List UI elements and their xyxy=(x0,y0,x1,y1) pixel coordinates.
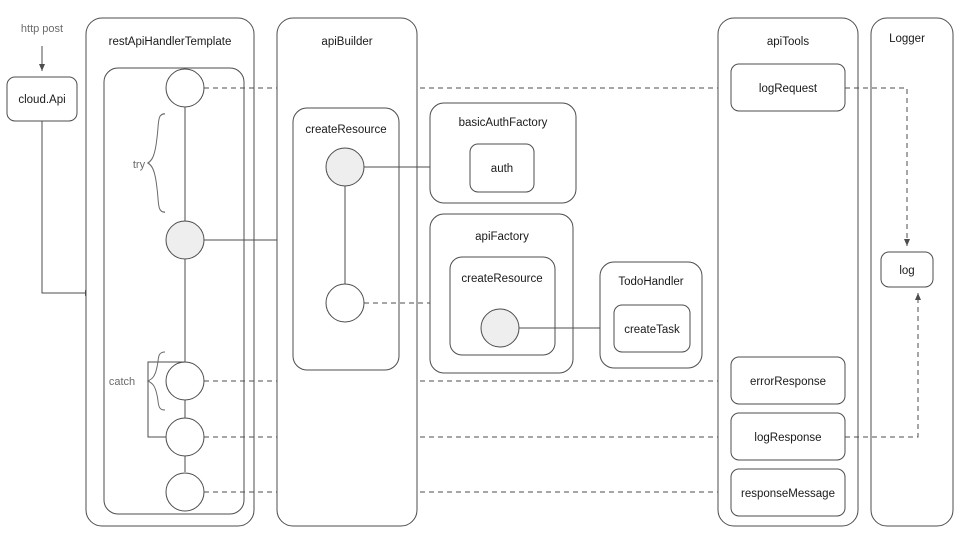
node-errorresponse[interactable] xyxy=(730,356,846,405)
node-logresponse-label: logResponse xyxy=(754,432,821,444)
state-catch-3[interactable] xyxy=(165,472,205,512)
http-post-label: http post xyxy=(21,23,63,35)
scope-builder-createresource[interactable] xyxy=(292,107,400,371)
group-apifactory-label: apiFactory xyxy=(475,231,529,243)
edge-try-to-catch xyxy=(147,259,186,438)
handler-scope[interactable] xyxy=(103,67,245,515)
group-todohandler-label: TodoHandler xyxy=(618,276,683,288)
lane-apibuilder-label: apiBuilder xyxy=(321,36,372,48)
try-label: try xyxy=(133,159,146,171)
scope-factory-createresource-label: createResource xyxy=(461,273,542,285)
catch-brace xyxy=(146,351,166,411)
state-builder-2[interactable] xyxy=(325,283,365,323)
catch-label: catch xyxy=(109,376,135,388)
group-basicauthfactory-label: basicAuthFactory xyxy=(459,117,548,129)
lane-apitools-label: apiTools xyxy=(767,36,809,48)
try-brace xyxy=(146,113,166,213)
node-cloud-api-label: cloud.Api xyxy=(18,94,65,106)
lane-restapihandlertemplate-label: restApiHandlerTemplate xyxy=(109,36,232,48)
state-factory-1[interactable] xyxy=(480,308,520,348)
node-createtask-label: createTask xyxy=(624,324,680,336)
node-auth[interactable] xyxy=(469,143,535,193)
lane-logger-label: Logger xyxy=(889,33,925,45)
node-errorresponse-label: errorResponse xyxy=(750,376,826,388)
state-try-1[interactable] xyxy=(165,68,205,108)
node-createtask[interactable] xyxy=(613,304,691,353)
node-responsemessage[interactable] xyxy=(730,468,846,517)
state-catch-2[interactable] xyxy=(165,417,205,457)
edge-logresponse-to-log xyxy=(845,293,921,438)
state-try-2[interactable] xyxy=(165,220,205,260)
scope-factory-createresource[interactable] xyxy=(449,256,556,356)
node-auth-label: auth xyxy=(491,163,513,175)
node-log-label: log xyxy=(899,265,914,277)
scope-builder-createresource-label: createResource xyxy=(305,124,386,136)
state-builder-1[interactable] xyxy=(325,147,365,187)
edge-logrequest-to-log xyxy=(845,87,910,246)
node-logrequest-label: logRequest xyxy=(759,83,818,95)
state-catch-1[interactable] xyxy=(165,361,205,401)
node-log[interactable] xyxy=(880,251,934,288)
edge-cloudapi-to-handler xyxy=(41,121,92,296)
node-responsemessage-label: responseMessage xyxy=(741,488,835,500)
